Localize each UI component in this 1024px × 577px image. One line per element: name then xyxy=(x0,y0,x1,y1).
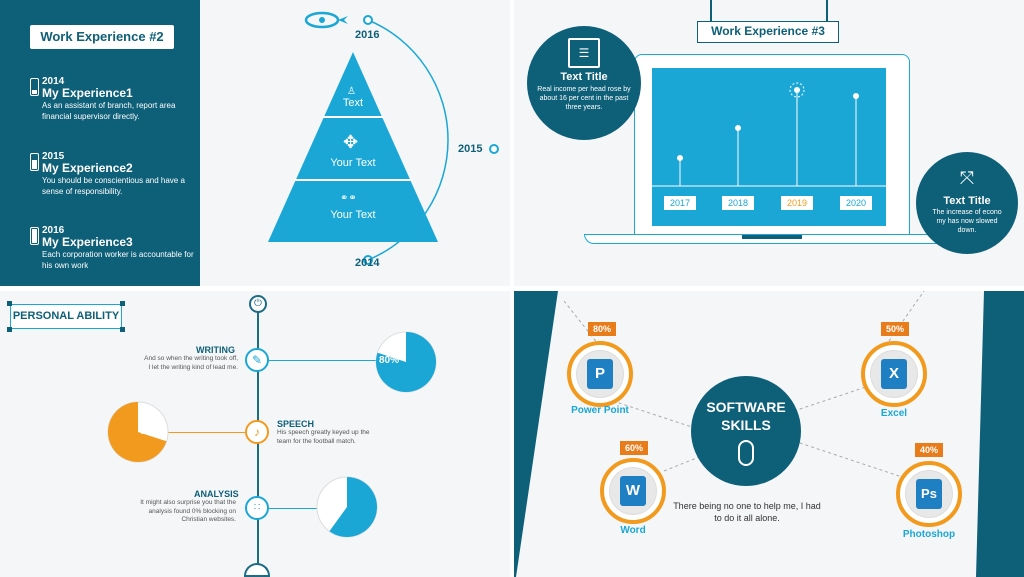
ability-desc: It might also surprise you that the anal… xyxy=(140,499,236,523)
corner-marker xyxy=(120,301,125,306)
background-shapes xyxy=(514,291,1024,577)
pencil-icon: ✎ xyxy=(245,348,269,372)
divider-vertical xyxy=(510,0,514,577)
mouse-icon xyxy=(738,440,754,466)
slide-title: Work Experience #3 xyxy=(697,21,839,43)
gauge-icon xyxy=(244,563,270,577)
skill-ring xyxy=(896,461,962,527)
corner-marker xyxy=(7,301,12,306)
info-circle-right: ⤧ Text Title The increase of econo my ha… xyxy=(916,152,1018,254)
skill-name: Power Point xyxy=(571,405,629,416)
center-desc: There being no one to help me, I had to … xyxy=(673,501,821,523)
powerpoint-icon: P xyxy=(587,359,613,389)
pyramid-text: Text xyxy=(342,97,364,109)
timeline-year: 2014 xyxy=(355,257,380,269)
connector-line xyxy=(269,360,377,361)
slide-title: PERSONAL ABILITY xyxy=(10,304,122,329)
year-label: 2020 xyxy=(840,196,872,210)
ability-desc: His speech greatly keyed up the team for… xyxy=(277,429,370,445)
photoshop-icon: Ps xyxy=(916,479,942,509)
slide-software-skills[interactable]: SOFTWARE SKILLS There being no one to he… xyxy=(514,291,1024,577)
slide-title: Work Experience #2 xyxy=(30,25,174,49)
pie-analysis xyxy=(316,476,378,538)
ability-head: ANALYSIS xyxy=(194,489,239,499)
map-icon: ☰ xyxy=(568,38,600,68)
skill-name: Photoshop xyxy=(902,529,956,540)
corner-marker xyxy=(120,327,125,332)
slide-work-experience-3[interactable]: Work Experience #3 2017 2018 2019 2020 ☰… xyxy=(514,0,1024,286)
year-label-highlight: 2019 xyxy=(781,196,813,210)
experience-year: 2015 xyxy=(42,151,65,162)
experience-year: 2014 xyxy=(42,76,65,87)
slide-personal-ability[interactable]: PERSONAL ABILITY ⏻ ✎ WRITING And so when… xyxy=(0,291,510,577)
skill-name: Excel xyxy=(880,408,908,419)
timeline-arc xyxy=(268,15,499,265)
grid-dots-icon: ∷ xyxy=(245,496,269,520)
pie-label: 80% xyxy=(379,355,400,366)
experience-desc: Each corporation worker is accountable f… xyxy=(42,250,194,270)
word-icon: W xyxy=(620,476,646,506)
circle-desc: The increase of econo my has now slowed … xyxy=(932,209,1002,234)
connector-line xyxy=(165,432,245,433)
experience-item: 2016 My Experience3 Each corporation wor… xyxy=(30,225,198,271)
experience-desc: As an assistant of branch, report area f… xyxy=(42,101,176,121)
glasses-icon: ⚭⚭ xyxy=(340,193,357,204)
pie-label: 60% xyxy=(320,501,341,512)
line-chart-icon: ⤧ xyxy=(959,168,975,188)
timeline-year: 2015 xyxy=(458,143,483,155)
experience-item: 2015 My Experience2 You should be consci… xyxy=(30,151,198,197)
percent-tag: 60% xyxy=(620,441,648,455)
battery-icon xyxy=(30,153,39,171)
year-label: 2017 xyxy=(664,196,696,210)
microphone-icon: ♪ xyxy=(245,420,269,444)
connector-line xyxy=(269,508,319,509)
ability-head: WRITING xyxy=(196,345,235,355)
ability-head: SPEECH xyxy=(277,419,315,429)
ability-desc: And so when the writing took off, I let … xyxy=(144,355,238,371)
hanger-line xyxy=(710,0,712,21)
hanger-line xyxy=(826,0,828,21)
percent-tag: 80% xyxy=(588,322,616,336)
rocket-icon xyxy=(304,11,348,29)
circle-title: Text Title xyxy=(943,195,991,207)
power-icon: ⏻ xyxy=(249,295,267,313)
excel-icon: X xyxy=(881,359,907,389)
battery-icon xyxy=(30,78,39,96)
laptop-notch xyxy=(742,235,802,239)
experience-name: My Experience3 xyxy=(42,235,133,249)
center-title: SOFTWARE SKILLS xyxy=(706,399,786,433)
timeline-year: 2016 xyxy=(355,29,380,41)
info-circle-left: ☰ Text Title Real income per head rose b… xyxy=(527,26,641,140)
corner-marker xyxy=(7,327,12,332)
percent-tag: 40% xyxy=(915,443,943,457)
year-label: 2018 xyxy=(722,196,754,210)
timeline-chart xyxy=(652,82,886,187)
move-arrows-icon: ✥ xyxy=(343,132,359,152)
circle-desc: Real income per head rose by about 16 pe… xyxy=(537,86,631,111)
experience-name: My Experience1 xyxy=(42,86,133,100)
experience-year: 2016 xyxy=(42,225,65,236)
experience-item: 2014 My Experience1 As an assistant of b… xyxy=(30,76,198,122)
experience-desc: You should be conscientious and have a s… xyxy=(42,176,185,196)
pie-writing xyxy=(375,331,437,393)
experience-name: My Experience2 xyxy=(42,161,133,175)
pyramid-text: Your Text xyxy=(330,157,376,169)
pie-label: 70% xyxy=(140,426,161,437)
battery-icon xyxy=(30,227,39,245)
skill-name: Word xyxy=(620,525,646,536)
center-circle: SOFTWARE SKILLS xyxy=(691,376,801,486)
pie-speech xyxy=(107,401,169,463)
slide-work-experience-2[interactable]: Work Experience #2 2014 My Experience1 A… xyxy=(0,0,510,286)
pyramid-text: Your Text xyxy=(330,209,376,221)
circle-title: Text Title xyxy=(560,71,608,83)
percent-tag: 50% xyxy=(881,322,909,336)
person-icon: ♙ xyxy=(347,86,356,97)
